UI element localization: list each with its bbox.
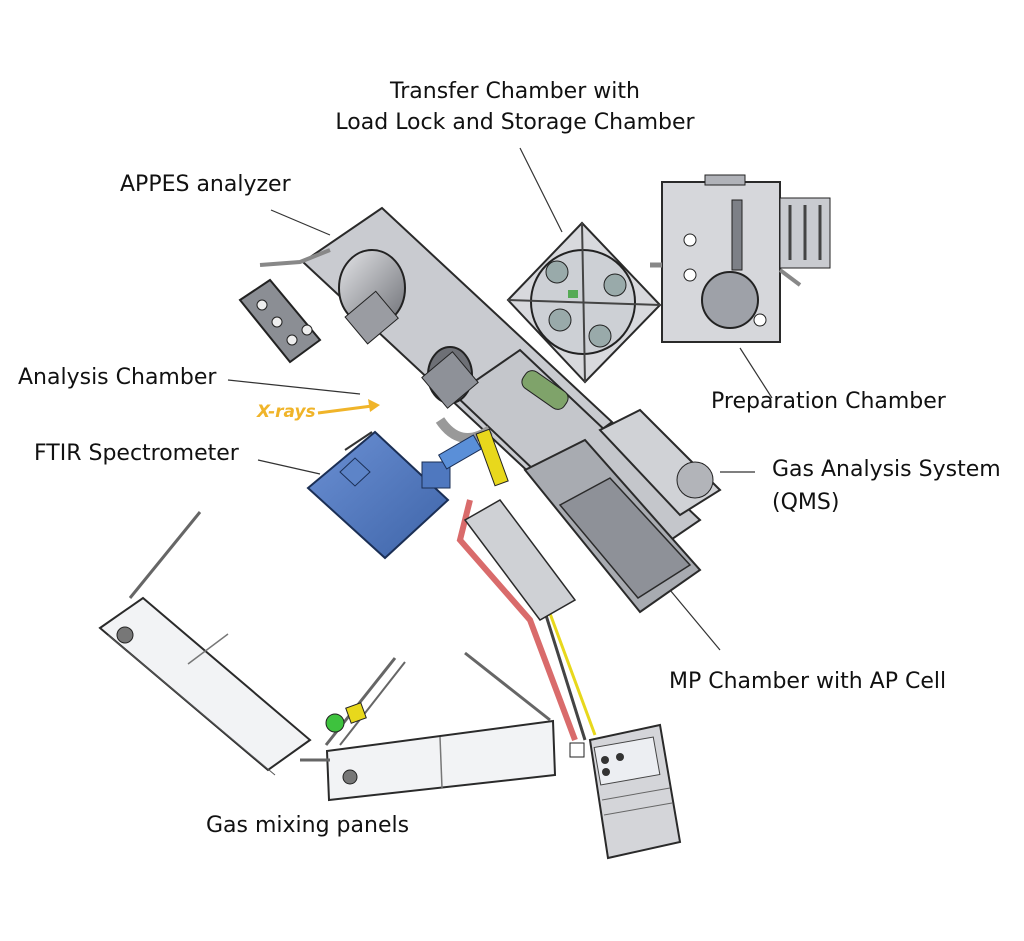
label-appes-analyzer: APPES analyzer bbox=[120, 172, 291, 197]
label-ftir-spectrometer: FTIR Spectrometer bbox=[34, 441, 239, 466]
electronics-rack bbox=[569, 723, 682, 860]
label-mp-chamber: MP Chamber with AP Cell bbox=[669, 669, 947, 694]
label-xrays: X-rays bbox=[257, 402, 316, 422]
xray-arrow bbox=[317, 399, 380, 415]
analysis-chamber-cylinder bbox=[421, 346, 569, 487]
label-gas-analysis-line2: (QMS) bbox=[772, 490, 840, 515]
appes-analyzer-dome bbox=[338, 249, 406, 345]
label-preparation-chamber: Preparation Chamber bbox=[711, 389, 946, 414]
label-gas-mixing-panels: Gas mixing panels bbox=[206, 813, 410, 838]
analyzer-electronics bbox=[238, 248, 331, 364]
label-gas-analysis-line1: Gas Analysis System bbox=[772, 457, 1001, 482]
preparation-chamber bbox=[650, 174, 831, 343]
label-analysis-chamber: Analysis Chamber bbox=[18, 365, 217, 390]
ftir-spectrometer bbox=[306, 430, 483, 560]
callout-leaders bbox=[227, 147, 773, 651]
label-transfer-chamber-line2: Load Lock and Storage Chamber bbox=[335, 110, 695, 135]
transfer-chamber bbox=[506, 221, 662, 384]
label-transfer-chamber-line1: Transfer Chamber with bbox=[390, 79, 640, 104]
gas-mixing-panel-left bbox=[98, 511, 312, 776]
gas-mixing-panel-right bbox=[300, 651, 557, 802]
